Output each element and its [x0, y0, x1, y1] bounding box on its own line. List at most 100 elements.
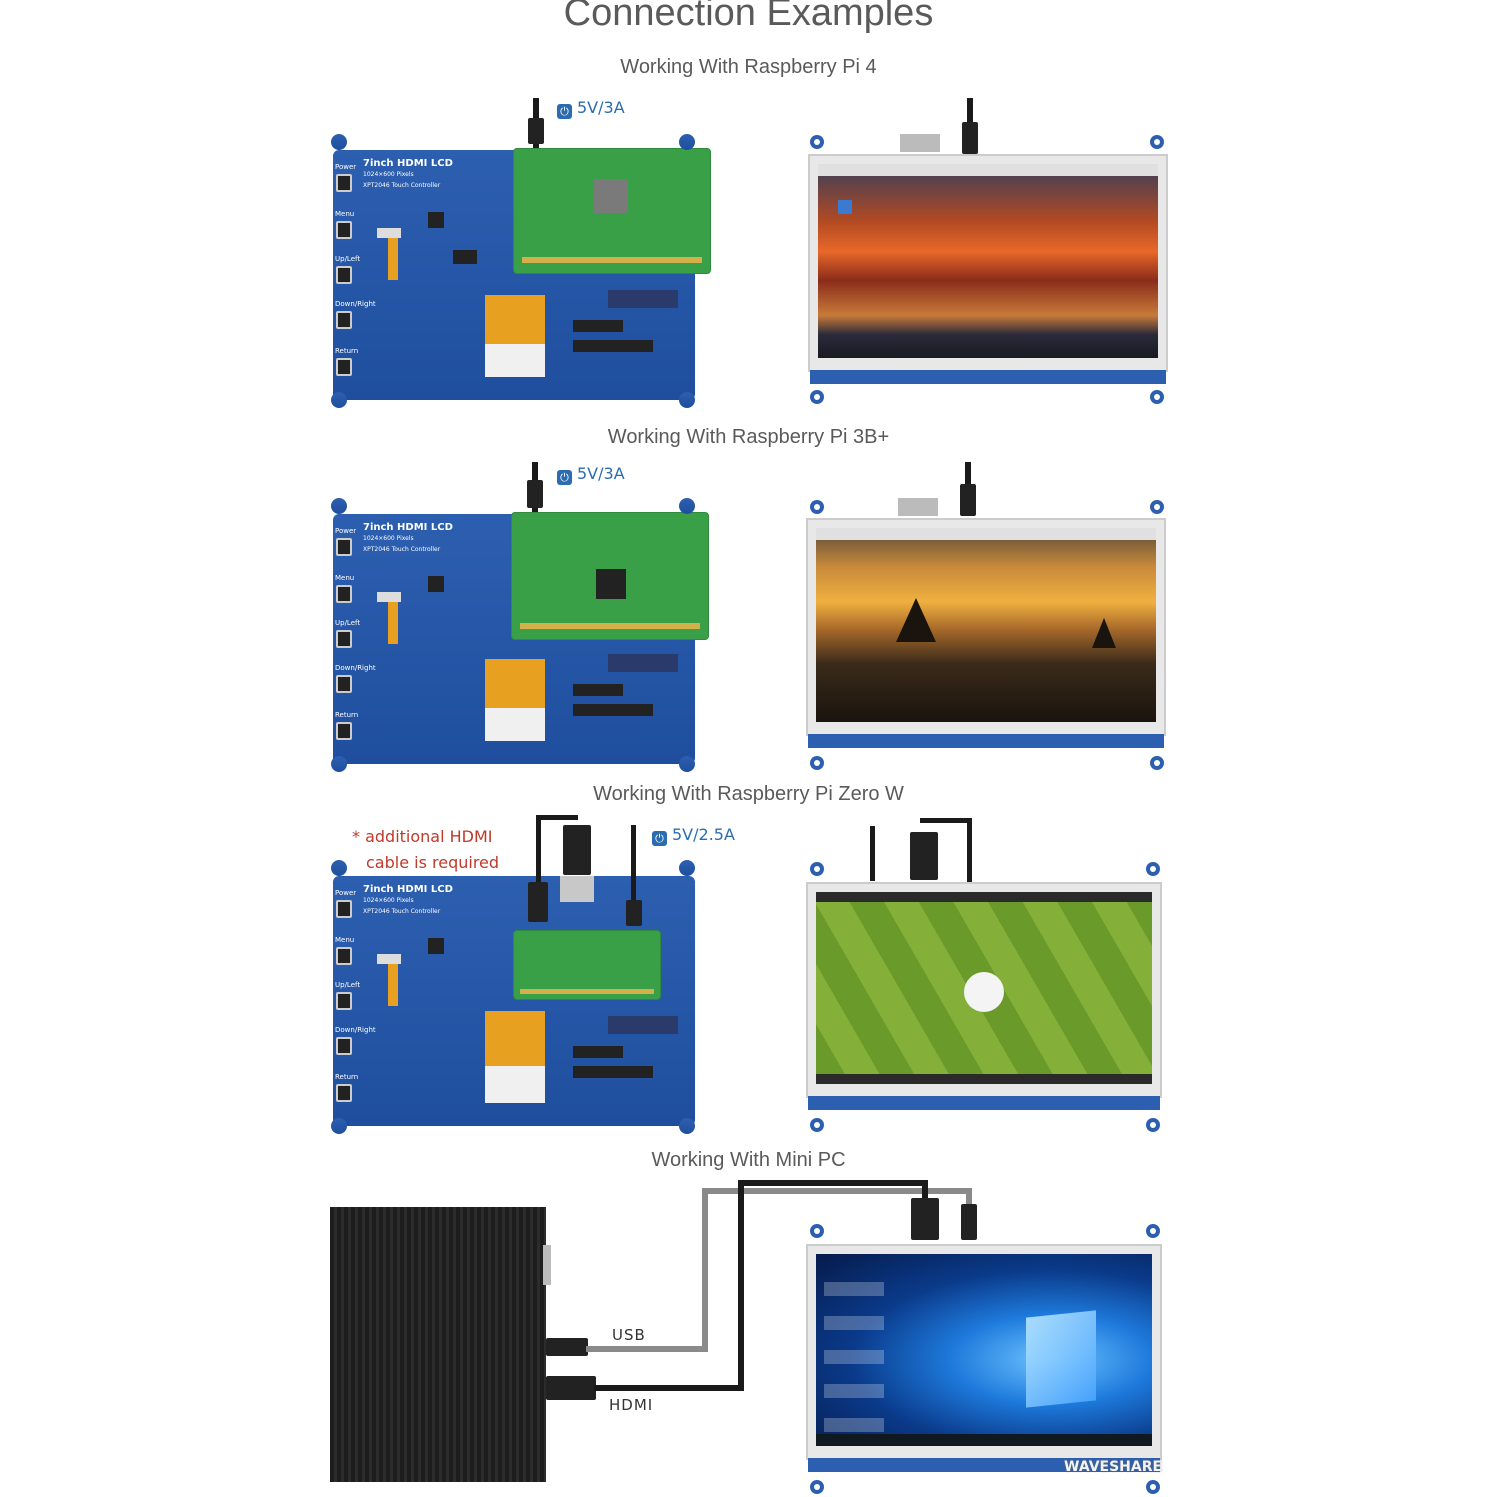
up-left-button	[336, 630, 352, 648]
power-label: 5V/2.5A	[672, 825, 735, 844]
chip	[428, 212, 444, 228]
board-button-label: Down/Right	[335, 1026, 376, 1034]
mount-tab	[679, 860, 695, 876]
header-strip	[608, 654, 678, 672]
hdmi-cable	[536, 815, 541, 890]
section-caption-pi3b: Working With Raspberry Pi 3B+	[607, 426, 890, 448]
mini-pc-heatsink	[330, 1207, 546, 1482]
up-left-button	[336, 266, 352, 284]
hdmi-cable	[920, 818, 972, 823]
usb-cable	[702, 1188, 972, 1194]
display-ribbon	[485, 659, 545, 741]
chip	[428, 938, 444, 954]
hdmi-cable	[738, 1180, 744, 1391]
power-label: 5V/3A	[577, 464, 625, 483]
usb-c-plug	[528, 118, 544, 144]
menu-button	[336, 585, 352, 603]
board-button-label: Menu	[335, 210, 355, 218]
chip	[573, 1046, 623, 1058]
menu-button	[336, 947, 352, 965]
board-button-label: Return	[335, 1073, 359, 1081]
section-caption-pi4: Working With Raspberry Pi 4	[620, 56, 877, 78]
down-right-button	[336, 675, 352, 693]
gpio-header	[520, 623, 700, 629]
mount-tab	[1150, 500, 1164, 514]
chip	[453, 250, 477, 264]
mount-tab	[679, 134, 695, 150]
header-strip	[608, 290, 678, 308]
hdmi-plug	[910, 832, 938, 880]
board-edge	[808, 734, 1164, 748]
board-button-label: Power	[335, 527, 357, 535]
hdmi-plug	[546, 1376, 596, 1400]
mount-tab	[1146, 1224, 1160, 1238]
board-button-label: Down/Right	[335, 300, 376, 308]
connector	[377, 954, 401, 964]
mount-tab	[810, 500, 824, 514]
display-ribbon	[485, 295, 545, 377]
power-button	[336, 174, 352, 192]
usb-plug	[961, 1204, 977, 1240]
windows-logo-light	[1026, 1310, 1096, 1408]
page-title: Connection Examples	[563, 0, 934, 34]
mount-tab	[810, 862, 824, 876]
board-edge	[810, 370, 1166, 384]
mount-tab	[810, 390, 824, 404]
micro-usb-plug	[626, 900, 642, 926]
note-line1: * additional HDMI	[352, 827, 493, 846]
chip	[573, 684, 623, 696]
flex-cable	[388, 596, 398, 644]
hdmi-adapter	[900, 134, 940, 152]
temple-silhouette	[896, 598, 936, 642]
trash-icon	[838, 200, 852, 214]
mount-tab	[1146, 1118, 1160, 1132]
taskbar	[816, 892, 1152, 902]
mount-tab	[810, 1118, 824, 1132]
down-right-button	[336, 1037, 352, 1055]
cpu-chip	[594, 179, 628, 213]
down-right-button	[336, 311, 352, 329]
mount-tab	[331, 756, 347, 772]
hdmi-cable	[967, 818, 972, 882]
raspberry-pi-3b-board	[511, 512, 709, 640]
hdmi-cable-note: * additional HDMI cable is required	[352, 824, 502, 876]
cpu-chip	[596, 569, 626, 599]
board-button-label: Power	[335, 163, 357, 171]
mount-tab	[1150, 135, 1164, 149]
return-button	[336, 722, 352, 740]
board-edge	[808, 1458, 1160, 1472]
hdmi-adapter	[898, 498, 938, 516]
power-spec-pi4: ⏻5V/3A	[557, 98, 625, 119]
board-button-label: Return	[335, 347, 359, 355]
return-button	[336, 1084, 352, 1102]
mount-tab	[810, 1224, 824, 1238]
hdmi-plug	[563, 825, 591, 875]
section-caption-minipc: Working With Mini PC	[651, 1149, 846, 1171]
raspberry-pi-4-board	[513, 148, 711, 274]
board-edge	[808, 1096, 1160, 1110]
chip	[573, 704, 653, 716]
usb-cable	[702, 1188, 708, 1352]
power-icon: ⏻	[652, 831, 667, 846]
micro-usb-plug	[960, 484, 976, 516]
menu-button	[336, 221, 352, 239]
mini-hdmi-adapter	[560, 876, 594, 902]
usb-c-plug	[962, 122, 978, 154]
board-button-label: Up/Left	[335, 255, 361, 263]
bottom-panel	[816, 1074, 1152, 1084]
ubuntu-mate-logo	[964, 972, 1004, 1012]
return-button	[336, 358, 352, 376]
lcd-front-display-pi3b	[806, 518, 1166, 748]
gpio-header	[522, 257, 702, 263]
flex-cable	[388, 232, 398, 280]
mini-hdmi-plug	[528, 882, 548, 922]
board-button-label: Power	[335, 889, 357, 897]
board-button-label: Up/Left	[335, 981, 361, 989]
micro-usb-plug	[527, 480, 543, 508]
